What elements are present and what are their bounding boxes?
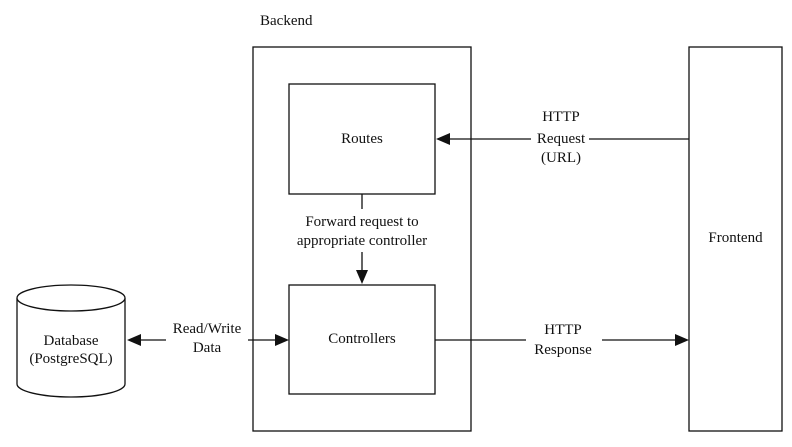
routes-box — [288, 83, 436, 195]
http-request-label-line1: HTTP — [542, 109, 580, 125]
frontend-box — [688, 46, 783, 432]
http-response-arrowhead — [675, 334, 689, 346]
read-write-label-line2: Data — [193, 340, 222, 356]
read-write-label-bg — [166, 319, 248, 359]
frontend-label: Frontend — [708, 230, 763, 246]
controllers-label: Controllers — [328, 331, 396, 347]
read-write-arrowhead-left — [127, 334, 141, 346]
forward-arrowhead — [356, 270, 368, 284]
http-response-label-bg — [526, 320, 602, 360]
read-write-label-line1: Read/Write — [173, 321, 242, 337]
forward-label-line1: Forward request to — [305, 214, 418, 230]
http-request-arrowhead — [436, 133, 450, 145]
database-cylinder — [16, 284, 126, 398]
controllers-box — [288, 284, 436, 395]
forward-label-line2: appropriate controller — [297, 233, 427, 249]
database-label-line2: (PostgreSQL) — [29, 351, 112, 367]
routes-label: Routes — [341, 131, 383, 147]
backend-title: Backend — [260, 13, 313, 29]
http-response-label-line1: HTTP — [544, 322, 582, 338]
http-request-label-line2: Request — [537, 131, 586, 147]
database-label-line1: Database — [44, 333, 99, 349]
http-response-label-line2: Response — [534, 342, 592, 358]
read-write-arrowhead-right — [275, 334, 289, 346]
http-request-label-line3: (URL) — [541, 150, 581, 166]
